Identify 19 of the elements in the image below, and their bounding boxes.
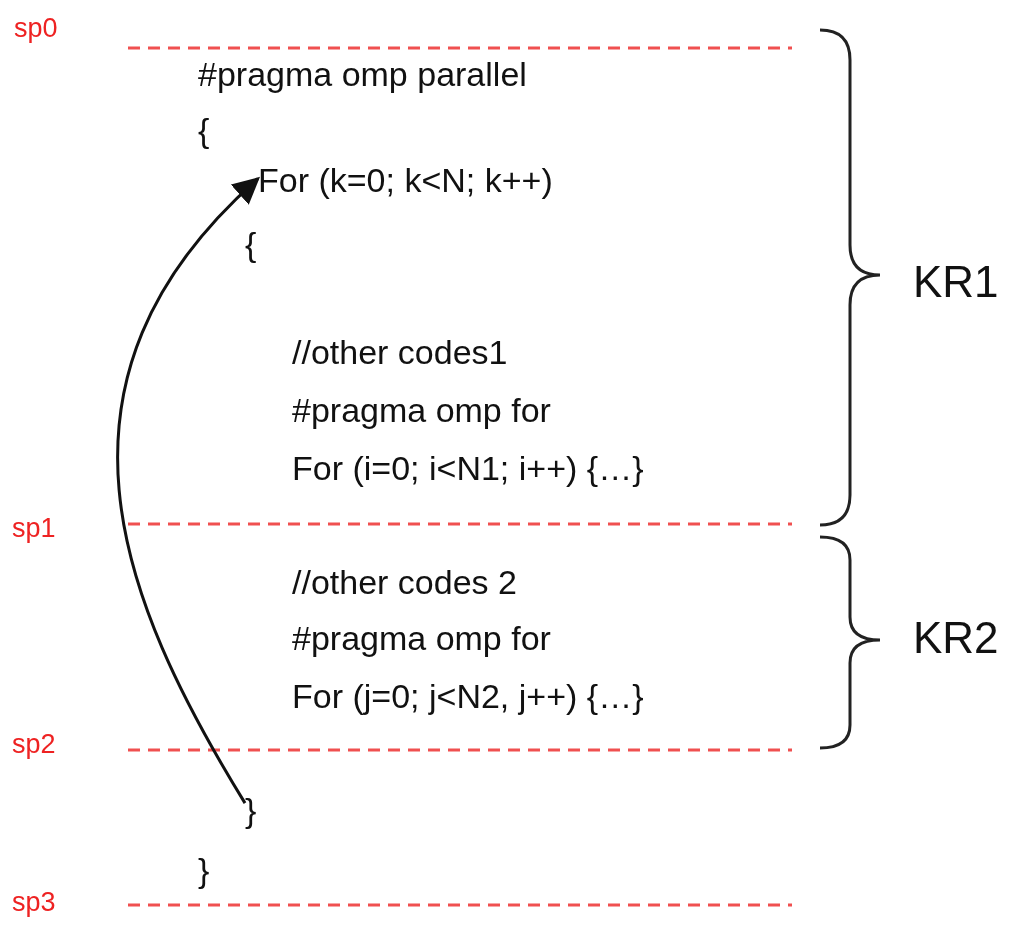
code-line: { <box>245 226 257 264</box>
code-line: #pragma omp for <box>292 392 551 430</box>
code-line: { <box>198 112 210 150</box>
code-line: #pragma omp parallel <box>198 56 527 94</box>
section-label: sp0 <box>14 14 58 44</box>
code-line: #pragma omp for <box>292 620 551 658</box>
region-label: KR1 <box>913 258 999 307</box>
code-line: //other codes1 <box>292 334 508 372</box>
code-line: } <box>245 792 257 830</box>
section-label: sp3 <box>12 888 56 918</box>
code-line: For (k=0; k<N; k++) <box>258 162 553 200</box>
code-line: //other codes 2 <box>292 564 517 602</box>
code-line: For (j=0; j<N2, j++) {…} <box>292 678 644 716</box>
code-line: } <box>198 852 210 890</box>
region-label: KR2 <box>913 614 999 663</box>
code-line: For (i=0; i<N1; i++) {…} <box>292 450 644 488</box>
section-label: sp1 <box>12 514 56 544</box>
arrow <box>116 176 260 804</box>
section-label: sp2 <box>12 730 56 760</box>
